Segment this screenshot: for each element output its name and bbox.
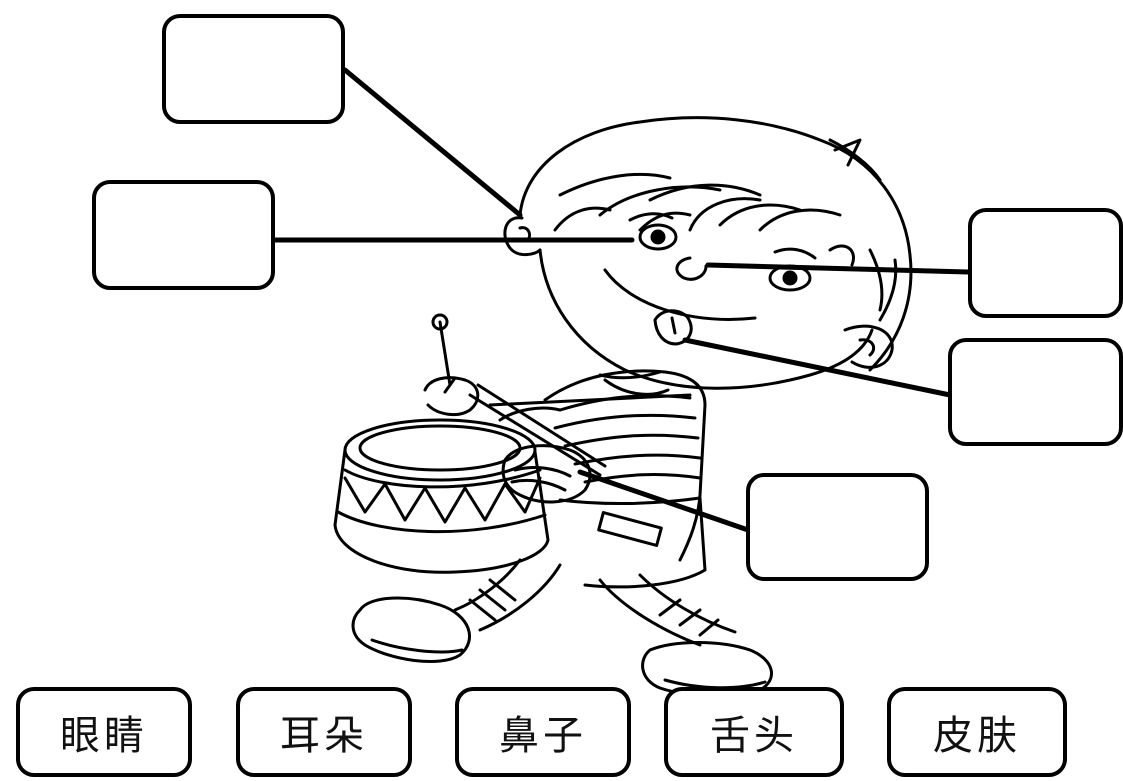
answer-box-4[interactable] — [948, 338, 1123, 446]
answer-box-1[interactable] — [162, 14, 345, 124]
connector-line-1 — [342, 67, 523, 218]
word-card-ears[interactable]: 耳朵 — [236, 687, 412, 777]
connector-line-4 — [682, 337, 953, 398]
connector-lines — [272, 67, 971, 533]
legs-outline — [351, 558, 773, 699]
body-outline — [488, 369, 707, 589]
answer-box-2[interactable] — [92, 180, 275, 290]
word-card-skin[interactable]: 皮肤 — [887, 687, 1067, 777]
word-card-tongue[interactable]: 舌头 — [664, 687, 844, 777]
word-card-eyes[interactable]: 眼睛 — [16, 687, 192, 777]
word-card-nose[interactable]: 鼻子 — [455, 687, 631, 777]
drumsticks — [431, 313, 607, 477]
head-outline — [503, 116, 913, 390]
answer-box-5[interactable] — [746, 473, 929, 581]
connector-line-5 — [577, 469, 751, 533]
answer-box-3[interactable] — [968, 208, 1123, 318]
drum — [333, 418, 550, 574]
connector-line-3 — [705, 262, 971, 275]
